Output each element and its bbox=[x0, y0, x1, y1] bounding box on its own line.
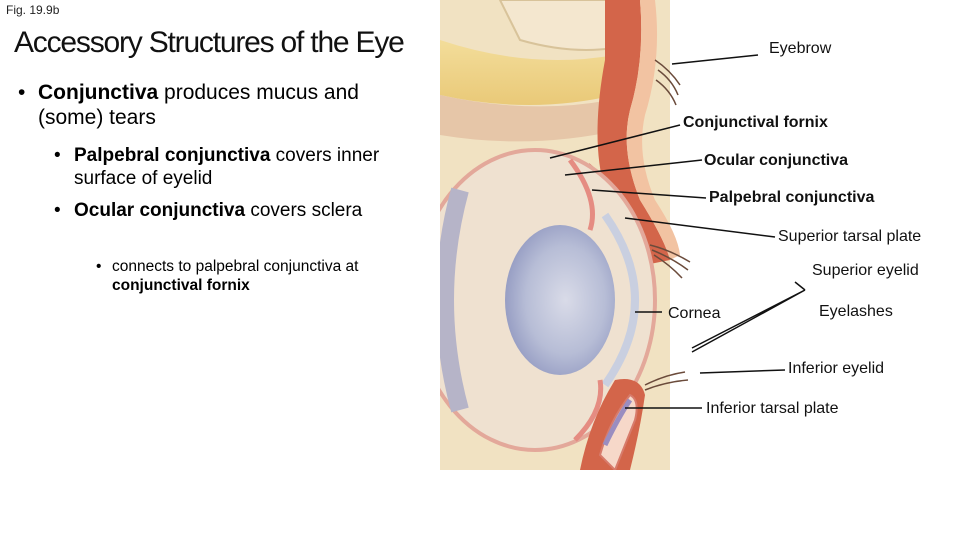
conjunctiva-upper bbox=[567, 158, 595, 231]
bullet-ocular-conjunctiva: • Ocular conjunctiva covers sclera bbox=[54, 200, 414, 223]
eyelashes-lower bbox=[644, 371, 689, 391]
leader-palpebral-conjunctiva bbox=[591, 189, 707, 199]
label-conjunctival-fornix: Conjunctival fornix bbox=[683, 114, 828, 131]
leader-superior-tarsal-plate bbox=[624, 217, 776, 238]
lens bbox=[505, 225, 615, 375]
leader-lines bbox=[549, 54, 806, 409]
muscle-band bbox=[440, 95, 620, 142]
fat-layer bbox=[440, 40, 615, 105]
leader-conjunctival-fornix bbox=[549, 124, 681, 159]
cornea-illustration bbox=[601, 212, 639, 388]
bullet-marker: • bbox=[96, 258, 102, 275]
leader-ocular-conjunctiva bbox=[564, 159, 703, 176]
label-palpebral-conjunctiva: Palpebral conjunctiva bbox=[709, 189, 875, 206]
eyelashes-upper bbox=[649, 244, 691, 279]
leader-superior-eyelid bbox=[794, 281, 806, 291]
bullet-marker: • bbox=[54, 200, 61, 221]
lower-glands bbox=[602, 398, 633, 447]
ciliary-body bbox=[440, 187, 469, 413]
label-cornea: Cornea bbox=[668, 305, 721, 322]
conjunctiva-lower bbox=[573, 379, 604, 442]
term-conjunctiva: Conjunctiva bbox=[38, 81, 159, 104]
bullet-marker: • bbox=[18, 81, 26, 104]
label-superior-eyelid: Superior eyelid bbox=[812, 262, 919, 279]
bullet-text: connects to palpebral conjunctiva at bbox=[112, 258, 359, 275]
slide-title: Accessory Structures of the Eye bbox=[14, 26, 405, 59]
bullet-palpebral-conjunctiva: • Palpebral conjunctiva covers inner sur… bbox=[54, 145, 414, 191]
eye-cross-section-illustration bbox=[440, 0, 806, 470]
leader-eyebrow bbox=[671, 54, 759, 65]
leader-inferior-eyelid bbox=[699, 369, 786, 374]
label-ocular-conjunctiva: Ocular conjunctiva bbox=[704, 152, 849, 169]
label-eyebrow: Eyebrow bbox=[769, 40, 832, 57]
label-inferior-eyelid: Inferior eyelid bbox=[788, 360, 885, 377]
inferior-tarsal-plate bbox=[598, 393, 638, 470]
term-palpebral-conjunctiva: Palpebral conjunctiva bbox=[74, 145, 271, 166]
label-inferior-tarsal-plate: Inferior tarsal plate bbox=[706, 400, 839, 417]
bullet-text: produces mucus and (some) tears bbox=[38, 81, 359, 130]
term-ocular-conjunctiva: Ocular conjunctiva bbox=[74, 200, 246, 221]
bullet-text: covers inner surface of eyelid bbox=[74, 145, 380, 189]
bullet-fornix: • connects to palpebral conjunctiva at c… bbox=[96, 258, 422, 295]
skin-surface bbox=[626, 0, 680, 260]
figure-number: Fig. 19.9b bbox=[6, 3, 60, 17]
term-conjunctival-fornix: conjunctival fornix bbox=[112, 276, 250, 294]
label-eyelashes: Eyelashes bbox=[819, 303, 893, 320]
label-superior-tarsal-plate: Superior tarsal plate bbox=[778, 228, 922, 245]
bullet-marker: • bbox=[54, 145, 61, 166]
bullet-text: covers sclera bbox=[245, 200, 363, 221]
bullet-conjunctiva: • Conjunctiva produces mucus and (some) … bbox=[18, 80, 418, 130]
eyebrow-hairs bbox=[654, 59, 681, 106]
